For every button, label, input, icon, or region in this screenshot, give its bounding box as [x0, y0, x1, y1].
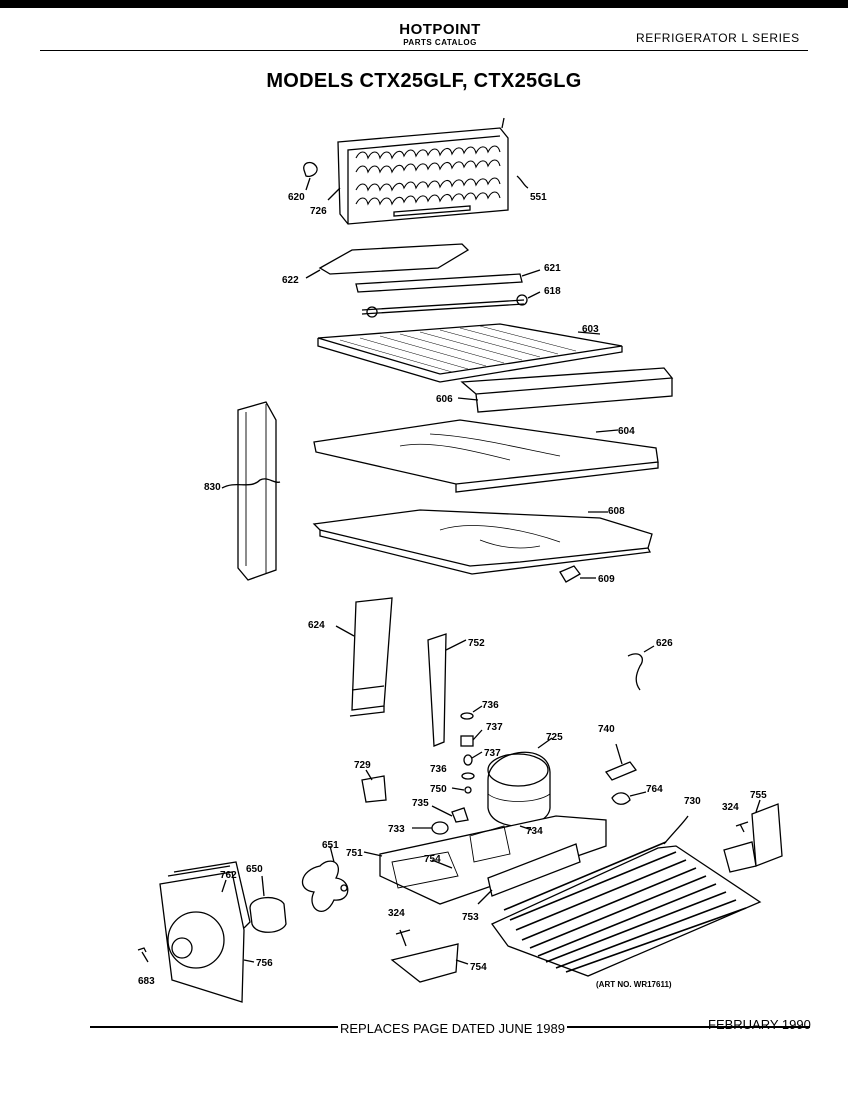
callout-740: 740 [598, 724, 615, 735]
part-650-motor [249, 897, 287, 933]
callout-726: 726 [310, 206, 327, 217]
header-rule [40, 50, 808, 51]
art-number: (ART NO. WR17611) [596, 980, 672, 989]
callout-620: 620 [288, 192, 305, 203]
callout-750: 750 [430, 784, 447, 795]
replaces-note: REPLACES PAGE DATED JUNE 1989 [338, 1021, 567, 1036]
callout-626: 626 [656, 638, 673, 649]
part-624-duct [351, 597, 393, 711]
catalog-subtitle: PARTS CATALOG [403, 38, 477, 47]
callout-603: 603 [582, 324, 599, 335]
callout-621: 621 [544, 263, 561, 274]
callout-618: 618 [544, 286, 561, 297]
callout-725: 725 [546, 732, 563, 743]
part-622-cover [318, 243, 470, 275]
part-620-knob [303, 161, 318, 178]
callout-324-left: 324 [388, 908, 405, 919]
callout-755: 755 [750, 790, 767, 801]
part-830-mullion [237, 401, 277, 581]
series-label: REFRIGERATOR L SERIES [636, 31, 800, 45]
callout-606: 606 [436, 394, 453, 405]
callout-737-upper: 737 [486, 722, 503, 733]
part-606-channel [460, 367, 674, 395]
callout-762: 762 [220, 870, 237, 881]
callout-651: 651 [322, 840, 339, 851]
callout-609: 609 [598, 574, 615, 585]
callout-756: 756 [256, 958, 273, 969]
part-730-condenser [491, 815, 762, 977]
callout-737-lower: 737 [484, 748, 501, 759]
callout-754-upper: 754 [424, 854, 441, 865]
callout-650: 650 [246, 864, 263, 875]
callout-734: 734 [526, 826, 543, 837]
part-603-shelf [317, 323, 623, 375]
part-756-fan-housing [159, 871, 245, 1003]
callout-736-upper: 736 [482, 700, 499, 711]
callout-551: 551 [530, 192, 547, 203]
callout-754-lower: 754 [470, 962, 487, 973]
footer-date: FEBRUARY 1990 [708, 1017, 811, 1032]
callout-730: 730 [684, 796, 701, 807]
part-754-bracket [390, 943, 459, 983]
callout-622: 622 [282, 275, 299, 286]
top-border-bar [0, 0, 848, 8]
part-651-fan-blade [302, 860, 349, 912]
callout-733: 733 [388, 824, 405, 835]
brand-name: HOTPOINT [399, 21, 481, 38]
callout-608: 608 [608, 506, 625, 517]
callout-830: 830 [204, 482, 221, 493]
evaporator-coil [337, 117, 509, 225]
callout-736-lower: 736 [430, 764, 447, 775]
callout-624: 624 [308, 620, 325, 631]
callout-753: 753 [462, 912, 479, 923]
brand-block: HOTPOINT PARTS CATALOG [380, 21, 500, 48]
callout-735: 735 [412, 798, 429, 809]
callout-324-right: 324 [722, 802, 739, 813]
callout-764: 764 [646, 784, 663, 795]
callout-751: 751 [346, 848, 363, 859]
callout-752: 752 [468, 638, 485, 649]
callout-604: 604 [618, 426, 635, 437]
page-title: MODELS CTX25GLF, CTX25GLG [266, 70, 582, 92]
part-751-base [379, 815, 607, 905]
part-752-bracket [427, 633, 447, 747]
part-725-compressor [487, 751, 551, 827]
callout-729: 729 [354, 760, 371, 771]
part-626-harness [627, 653, 643, 691]
callout-683: 683 [138, 976, 155, 987]
